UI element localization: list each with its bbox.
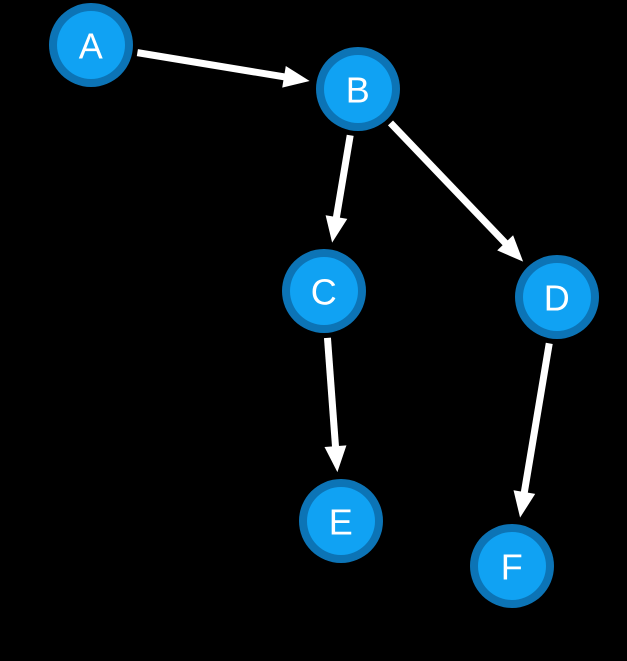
graph-node-e[interactable]: E xyxy=(299,479,383,563)
node-label-d: D xyxy=(544,278,571,319)
graph-node-a[interactable]: A xyxy=(49,3,133,87)
edge-line-c-e xyxy=(323,337,340,452)
node-label-e: E xyxy=(329,502,354,543)
node-core-a xyxy=(57,11,125,79)
edge-line-b-c xyxy=(332,134,354,223)
node-core-b xyxy=(324,55,392,123)
edge-arrowhead-a-b xyxy=(282,65,310,88)
edges-layer xyxy=(136,49,553,518)
node-label-b: B xyxy=(346,70,371,111)
node-core-c xyxy=(290,257,358,325)
edge-line-d-f xyxy=(520,342,553,498)
edge-arrowhead-c-e xyxy=(324,445,347,473)
nodes-layer: A B C D E F xyxy=(49,3,599,608)
edge-line-a-b xyxy=(136,49,290,82)
graph-node-b[interactable]: B xyxy=(316,47,400,131)
node-core-e xyxy=(307,487,375,555)
edge-arrowhead-d-f xyxy=(513,490,536,518)
node-core-d xyxy=(523,263,591,331)
node-label-a: A xyxy=(79,26,104,67)
graph-node-c[interactable]: C xyxy=(282,249,366,333)
edge-arrowhead-b-d xyxy=(497,235,524,262)
edge-arrowhead-b-c xyxy=(325,215,348,243)
node-label-c: C xyxy=(311,272,338,313)
graph-node-f[interactable]: F xyxy=(470,524,554,608)
graph-node-d[interactable]: D xyxy=(515,255,599,339)
node-label-f: F xyxy=(501,547,524,588)
node-core-f xyxy=(478,532,546,600)
edge-line-b-d xyxy=(387,120,511,249)
